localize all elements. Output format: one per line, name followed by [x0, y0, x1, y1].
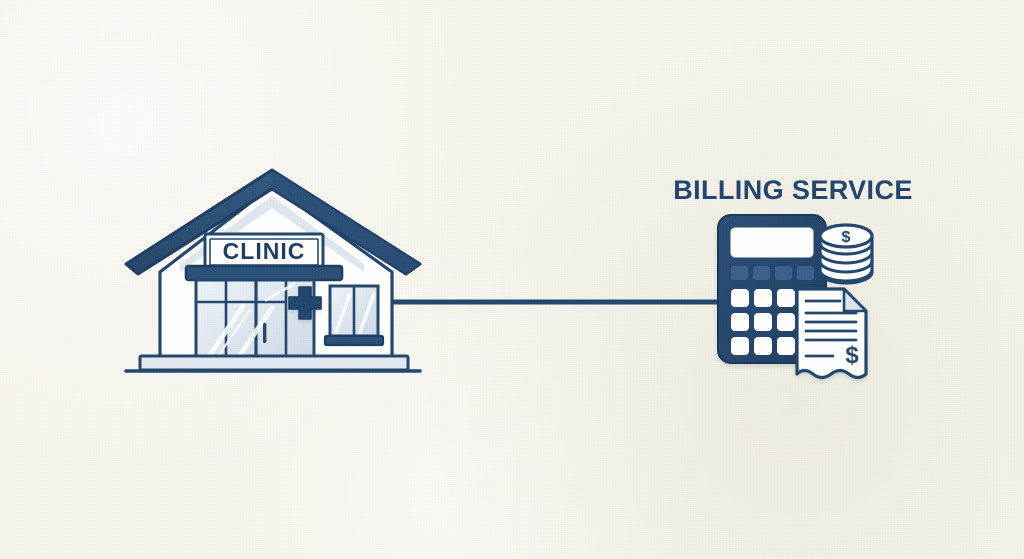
clinic-glass-doors[interactable]	[194, 278, 316, 367]
clinic-sign: CLINIC	[203, 232, 325, 272]
coin-dollar-symbol: $	[842, 229, 851, 246]
clinic-building: CLINIC	[124, 168, 422, 373]
coin-stack-icon: $	[818, 223, 874, 285]
clinic-sign-label: CLINIC	[223, 238, 306, 264]
calculator-display	[730, 227, 814, 258]
billing-service-icon-group: $ $	[717, 214, 874, 380]
invoice-dollar-symbol: $	[845, 342, 859, 369]
medical-cross-icon	[288, 286, 322, 320]
clinic-awning	[184, 264, 344, 282]
calculator-function-keys[interactable]	[731, 266, 814, 280]
invoice-icon: $	[795, 287, 868, 380]
window-sill	[323, 334, 385, 347]
clinic-side-window	[323, 284, 385, 347]
door-handle[interactable]	[263, 323, 267, 343]
clinic-base	[138, 354, 410, 372]
clinic-roof	[124, 168, 422, 276]
billing-service-title: BILLING SERVICE	[673, 175, 913, 205]
invoice-text-lines	[804, 299, 858, 358]
